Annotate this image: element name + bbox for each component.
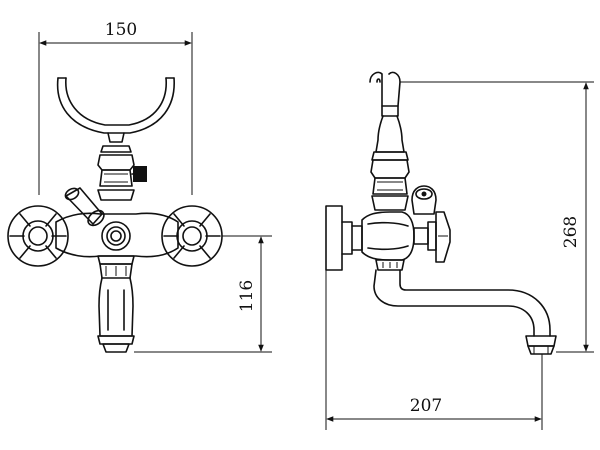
dimension-label-150: 150 bbox=[105, 20, 137, 40]
right-cross-handle bbox=[161, 205, 223, 267]
spout-front bbox=[97, 255, 135, 353]
dimension-front-height: 116 bbox=[134, 235, 272, 353]
dimension-front-width: 150 bbox=[38, 20, 193, 195]
shower-holder bbox=[56, 77, 175, 143]
handle-side bbox=[413, 211, 451, 263]
body-side bbox=[361, 211, 415, 271]
dimension-label-116: 116 bbox=[237, 280, 257, 312]
column-side bbox=[370, 115, 410, 211]
diverter-lever bbox=[64, 187, 105, 227]
dimension-label-207: 207 bbox=[410, 396, 442, 416]
side-view: 268 207 bbox=[325, 71, 594, 430]
dimension-side-height: 268 bbox=[400, 81, 594, 353]
dimension-label-268: 268 bbox=[561, 216, 581, 248]
shower-hook-side bbox=[369, 71, 401, 117]
front-view: 150 bbox=[7, 20, 272, 353]
mixer-body bbox=[55, 212, 179, 258]
wall-flange bbox=[325, 205, 363, 271]
dimension-side-depth: 207 bbox=[325, 270, 543, 430]
spout-side bbox=[373, 269, 557, 355]
left-cross-handle bbox=[7, 205, 69, 267]
diverter-column bbox=[97, 145, 147, 201]
diverter-lever-side bbox=[411, 185, 437, 215]
